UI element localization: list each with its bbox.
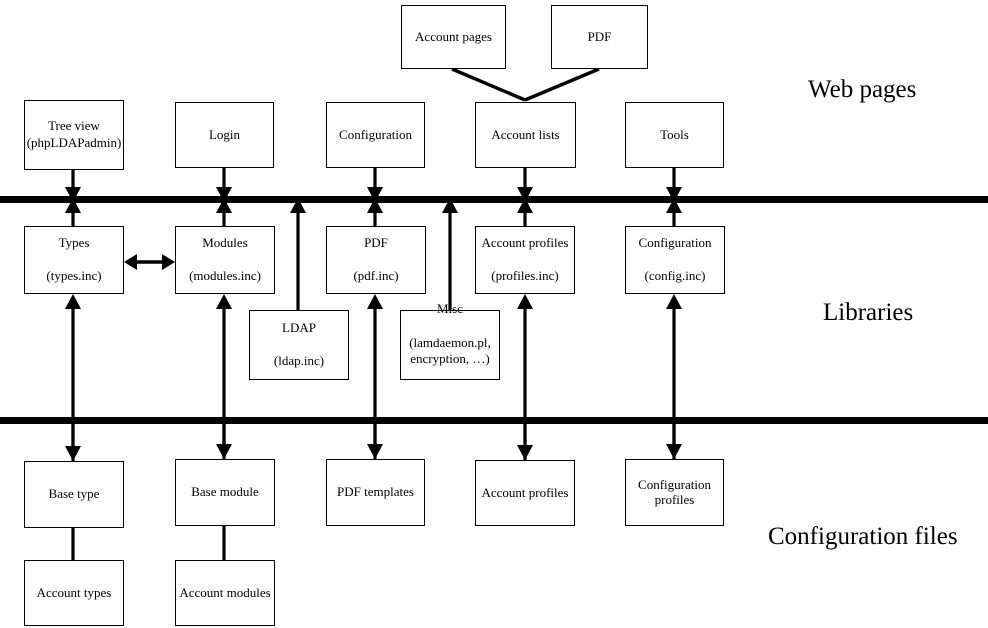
node-base-module[interactable]: Base module <box>175 459 275 526</box>
node-account-profiles-lib[interactable]: Account profiles (profiles.inc) <box>475 226 575 294</box>
node-account-lists[interactable]: Account lists <box>475 102 576 168</box>
node-subtitle: (phpLDAPadmin) <box>26 135 122 150</box>
node-title: Tools <box>660 126 689 142</box>
edge-band-to-base-module <box>216 417 232 459</box>
node-title: Modules <box>202 235 248 251</box>
node-title: Configuration <box>638 235 712 251</box>
node-title: PDF <box>364 235 388 251</box>
edge-misc-to-band <box>442 198 458 310</box>
node-modules[interactable]: Modules (modules.inc) <box>175 226 275 294</box>
node-configuration-web[interactable]: Configuration <box>326 102 425 168</box>
node-tools[interactable]: Tools <box>625 102 724 168</box>
section-label-configuration-files: Configuration files <box>768 523 958 550</box>
node-account-types[interactable]: Account types <box>24 560 124 626</box>
edge-configuration-lib-to-band <box>666 198 682 226</box>
edge-account-lists-to-band <box>517 168 533 202</box>
node-title: Account modules <box>179 584 271 600</box>
edge-account-profiles-lib-to-band <box>517 198 533 226</box>
node-title: Tree view <box>48 118 100 134</box>
node-configuration-lib[interactable]: Configuration (config.inc) <box>625 226 725 294</box>
edge-band-to-account-profiles-files <box>517 417 533 460</box>
node-base-type[interactable]: Base type <box>24 461 124 528</box>
node-subtitle: (pdf.inc) <box>353 268 399 283</box>
node-configuration-profiles[interactable]: Configuration profiles <box>625 459 724 526</box>
node-subtitle: (ldap.inc) <box>273 353 325 368</box>
node-account-profiles-files[interactable]: Account profiles <box>475 460 575 526</box>
node-title: Account profiles <box>481 484 569 500</box>
node-title: LDAP <box>282 320 316 336</box>
node-title: Configuration <box>339 126 412 142</box>
node-types[interactable]: Types (types.inc) <box>24 226 124 294</box>
node-title: Account types <box>36 584 112 600</box>
node-title: Base module <box>191 484 259 500</box>
node-pdf-templates[interactable]: PDF templates <box>326 459 425 526</box>
edge-tools-to-band <box>666 168 682 202</box>
layer-divider-web-libraries <box>0 196 988 203</box>
node-account-modules[interactable]: Account modules <box>175 560 275 626</box>
layer-divider-libraries-config <box>0 417 988 424</box>
node-title: Configuration profiles <box>638 476 711 507</box>
edge-pdf-lib-to-band <box>367 198 383 226</box>
node-tree-view[interactable]: Tree view(phpLDAPadmin) <box>24 100 124 170</box>
node-subtitle: (profiles.inc) <box>491 268 559 283</box>
node-subtitle: (config.inc) <box>644 268 706 283</box>
node-title: Account pages <box>415 28 492 44</box>
node-ldap-lib[interactable]: LDAP (ldap.inc) <box>249 310 349 380</box>
edge-account-pages-to-account-lists <box>451 67 526 102</box>
node-title: PDF templates <box>337 484 414 500</box>
edge-band-to-pdf-templates <box>367 417 383 459</box>
node-title: Account profiles <box>481 235 569 251</box>
node-account-pages[interactable]: Account pages <box>401 5 506 69</box>
edge-band-to-base-type <box>65 417 81 461</box>
edge-pdf-top-to-account-lists <box>524 67 600 102</box>
section-label-web-pages: Web pages <box>808 76 917 103</box>
edge-types-modules-bidirectional <box>124 254 175 270</box>
node-pdf-top[interactable]: PDF <box>551 5 648 69</box>
edge-band-to-configuration-profiles <box>666 417 682 459</box>
node-pdf-lib[interactable]: PDF (pdf.inc) <box>326 226 426 294</box>
node-misc-lib[interactable]: Misc(lamdaemon.pl,encryption, …) <box>400 301 500 380</box>
node-subtitle: (modules.inc) <box>189 268 261 283</box>
section-label-libraries: Libraries <box>823 299 914 326</box>
edge-tree-view-to-band <box>65 170 81 202</box>
edge-modules-to-band <box>216 198 232 226</box>
node-login[interactable]: Login <box>175 102 274 168</box>
node-title: PDF <box>587 28 612 44</box>
node-title: Base type <box>48 486 100 502</box>
edge-ldap-to-band <box>290 198 306 310</box>
node-title: Account lists <box>491 126 560 142</box>
node-title: Login <box>208 126 241 142</box>
edge-login-to-band <box>216 168 232 202</box>
node-title: Types <box>58 235 90 251</box>
edge-configuration-web-to-band <box>367 168 383 202</box>
edge-types-to-band <box>65 198 81 226</box>
node-subtitle: (lamdaemon.pl,encryption, …) <box>409 334 491 367</box>
node-subtitle: (types.inc) <box>46 268 102 283</box>
